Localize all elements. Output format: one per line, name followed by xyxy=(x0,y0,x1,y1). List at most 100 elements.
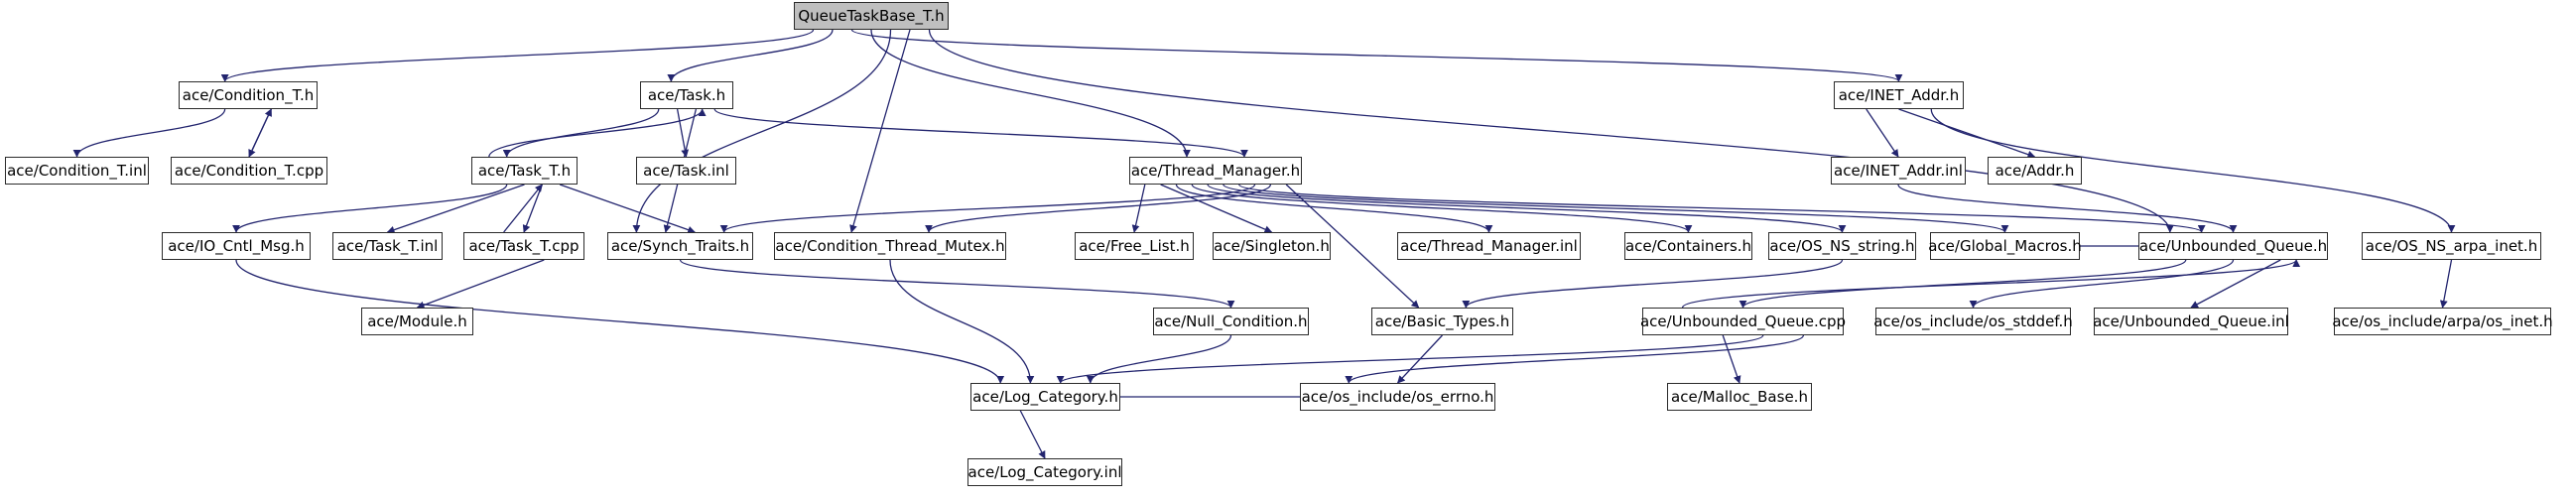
graph-node-os_include_arpa_inet_h[interactable]: ace/os_include/arpa/os_inet.h xyxy=(2332,308,2553,335)
graph-node-label: ace/Malloc_Base.h xyxy=(1671,387,1808,406)
graph-node-thread_manager_h[interactable]: ace/Thread_Manager.h xyxy=(1129,157,1302,185)
graph-node-unbounded_queue_inl[interactable]: ace/Unbounded_Queue.inl xyxy=(2093,308,2289,335)
graph-node-os_include_os_stddef_h[interactable]: ace/os_include/os_stddef.h xyxy=(1873,308,2073,335)
graph-node-task_t_h[interactable]: ace/Task_T.h xyxy=(471,157,578,185)
graph-node-containers_h[interactable]: ace/Containers.h xyxy=(1624,232,1752,260)
graph-node-label: ace/Task_T.inl xyxy=(336,236,439,255)
graph-node-label: ace/Free_List.h xyxy=(1079,236,1190,255)
graph-node-condition_t_cpp[interactable]: ace/Condition_T.cpp xyxy=(171,157,327,185)
graph-node-label: ace/Synch_Traits.h xyxy=(610,236,750,255)
graph-node-label: ace/IO_Cntl_Msg.h xyxy=(168,236,305,255)
graph-edge xyxy=(1191,184,1693,233)
graph-edge xyxy=(850,29,1903,82)
graph-node-null_condition_h[interactable]: ace/Null_Condition.h xyxy=(1153,308,1309,335)
graph-node-label: ace/Module.h xyxy=(367,312,467,330)
graph-edge xyxy=(632,29,892,233)
graph-node-task_t_cpp[interactable]: ace/Task_T.cpp xyxy=(463,232,584,260)
graph-edge xyxy=(522,184,543,233)
graph-edge xyxy=(386,184,525,234)
graph-node-unbounded_queue_h[interactable]: ace/Unbounded_Queue.h xyxy=(2138,232,2328,260)
graph-node-global_macros_h[interactable]: ace/Global_Macros.h xyxy=(1928,232,2082,260)
graph-node-label: ace/os_include/os_stddef.h xyxy=(1873,312,2073,330)
graph-edge xyxy=(1175,184,1493,233)
graph-edge xyxy=(1739,259,2187,309)
graph-edge xyxy=(488,108,707,158)
graph-node-log_category_h[interactable]: ace/Log_Category.h xyxy=(970,383,1120,411)
graph-edge xyxy=(928,29,2174,233)
graph-node-label: ace/Unbounded_Queue.inl xyxy=(2093,312,2289,330)
graph-node-malloc_base_h[interactable]: ace/Malloc_Base.h xyxy=(1667,383,1812,411)
graph-edge xyxy=(235,259,1005,384)
graph-node-label: ace/Condition_T.inl xyxy=(7,161,147,180)
graph-node-label: ace/Task.h xyxy=(647,85,726,104)
graph-node-label: ace/OS_NS_string.h xyxy=(1769,236,1915,255)
graph-edge xyxy=(72,108,226,158)
graph-node-label: QueueTaskBase_T.h xyxy=(798,6,945,25)
graph-node-condition_t_h[interactable]: ace/Condition_T.h xyxy=(179,81,318,109)
graph-edge xyxy=(1086,334,1232,384)
graph-node-label: ace/Condition_Thread_Mutex.h xyxy=(775,236,1005,255)
graph-edge xyxy=(1056,334,1764,384)
graph-edge xyxy=(232,184,508,233)
graph-node-label: ace/os_include/arpa/os_inet.h xyxy=(2332,312,2553,330)
graph-edge xyxy=(248,108,272,158)
graph-edge xyxy=(889,259,1035,384)
graph-node-log_category_inl[interactable]: ace/Log_Category.inl xyxy=(967,458,1122,486)
graph-node-unbounded_queue_cpp[interactable]: ace/Unbounded_Queue.cpp xyxy=(1640,308,1846,335)
graph-node-label: ace/Task_T.h xyxy=(477,161,572,180)
graph-node-label: ace/Thread_Manager.h xyxy=(1130,161,1301,180)
graph-edge xyxy=(1722,334,1741,384)
graph-edge xyxy=(2190,259,2281,309)
graph-edge xyxy=(719,184,1256,233)
graph-node-label: ace/Task.inl xyxy=(643,161,729,180)
graph-node-root[interactable]: QueueTaskBase_T.h xyxy=(794,2,949,30)
graph-edge xyxy=(1969,259,2235,309)
graph-edge xyxy=(676,108,690,158)
graph-node-label: ace/Condition_T.cpp xyxy=(174,161,324,180)
graph-node-label: ace/Containers.h xyxy=(1624,236,1752,255)
graph-node-basic_types_h[interactable]: ace/Basic_Types.h xyxy=(1371,308,1513,335)
graph-edge xyxy=(1160,184,1273,233)
graph-edge xyxy=(1207,184,1847,233)
graph-node-task_inl[interactable]: ace/Task.inl xyxy=(636,157,736,185)
graph-node-os_ns_arpa_inet_h[interactable]: ace/OS_NS_arpa_inet.h xyxy=(2362,232,2541,260)
graph-node-io_cntl_msg_h[interactable]: ace/IO_Cntl_Msg.h xyxy=(162,232,311,260)
graph-node-label: ace/Addr.h xyxy=(1995,161,2075,180)
graph-node-condition_thread_mutex_h[interactable]: ace/Condition_Thread_Mutex.h xyxy=(774,232,1006,260)
graph-edge xyxy=(1930,108,2456,233)
graph-node-singleton_h[interactable]: ace/Singleton.h xyxy=(1213,232,1331,260)
graph-edge xyxy=(1019,410,1046,459)
graph-edge xyxy=(503,184,543,233)
graph-node-synch_traits_h[interactable]: ace/Synch_Traits.h xyxy=(607,232,753,260)
graph-node-label: ace/INET_Addr.inl xyxy=(1834,161,1963,180)
graph-node-condition_t_inl[interactable]: ace/Condition_T.inl xyxy=(5,157,149,185)
graph-node-inet_addr_h[interactable]: ace/INET_Addr.h xyxy=(1834,81,1964,109)
graph-node-module_h[interactable]: ace/Module.h xyxy=(361,308,473,335)
graph-node-task_t_inl[interactable]: ace/Task_T.inl xyxy=(332,232,443,260)
graph-edge xyxy=(1223,184,2009,233)
graph-node-os_include_os_errno_h[interactable]: ace/os_include/os_errno.h xyxy=(1300,383,1495,411)
graph-edge xyxy=(220,29,815,82)
graph-node-inet_addr_inl[interactable]: ace/INET_Addr.inl xyxy=(1831,157,1966,185)
graph-edge xyxy=(713,108,1248,158)
graph-node-label: ace/INET_Addr.h xyxy=(1838,85,1960,104)
graph-node-label: ace/Thread_Manager.inl xyxy=(1400,236,1578,255)
graph-node-addr_h[interactable]: ace/Addr.h xyxy=(1988,157,2082,185)
graph-edge xyxy=(870,29,1191,158)
graph-edge xyxy=(502,108,660,158)
graph-node-label: ace/Log_Category.inl xyxy=(967,462,1122,481)
graph-node-os_ns_string_h[interactable]: ace/OS_NS_string.h xyxy=(1768,232,1916,260)
graph-edge xyxy=(1897,184,2238,233)
graph-node-label: ace/OS_NS_arpa_inet.h xyxy=(2365,236,2538,255)
graph-edge xyxy=(559,184,696,234)
graph-edge xyxy=(1866,108,1899,158)
graph-node-task_h[interactable]: ace/Task.h xyxy=(640,81,733,109)
graph-edge xyxy=(849,29,911,233)
graph-node-label: ace/Unbounded_Queue.h xyxy=(2138,236,2328,255)
graph-node-thread_manager_inl[interactable]: ace/Thread_Manager.inl xyxy=(1397,232,1581,260)
graph-edge xyxy=(1131,184,1146,233)
graph-node-free_list_h[interactable]: ace/Free_List.h xyxy=(1075,232,1194,260)
graph-edge xyxy=(679,259,1235,309)
graph-node-label: ace/Global_Macros.h xyxy=(1928,236,2082,255)
